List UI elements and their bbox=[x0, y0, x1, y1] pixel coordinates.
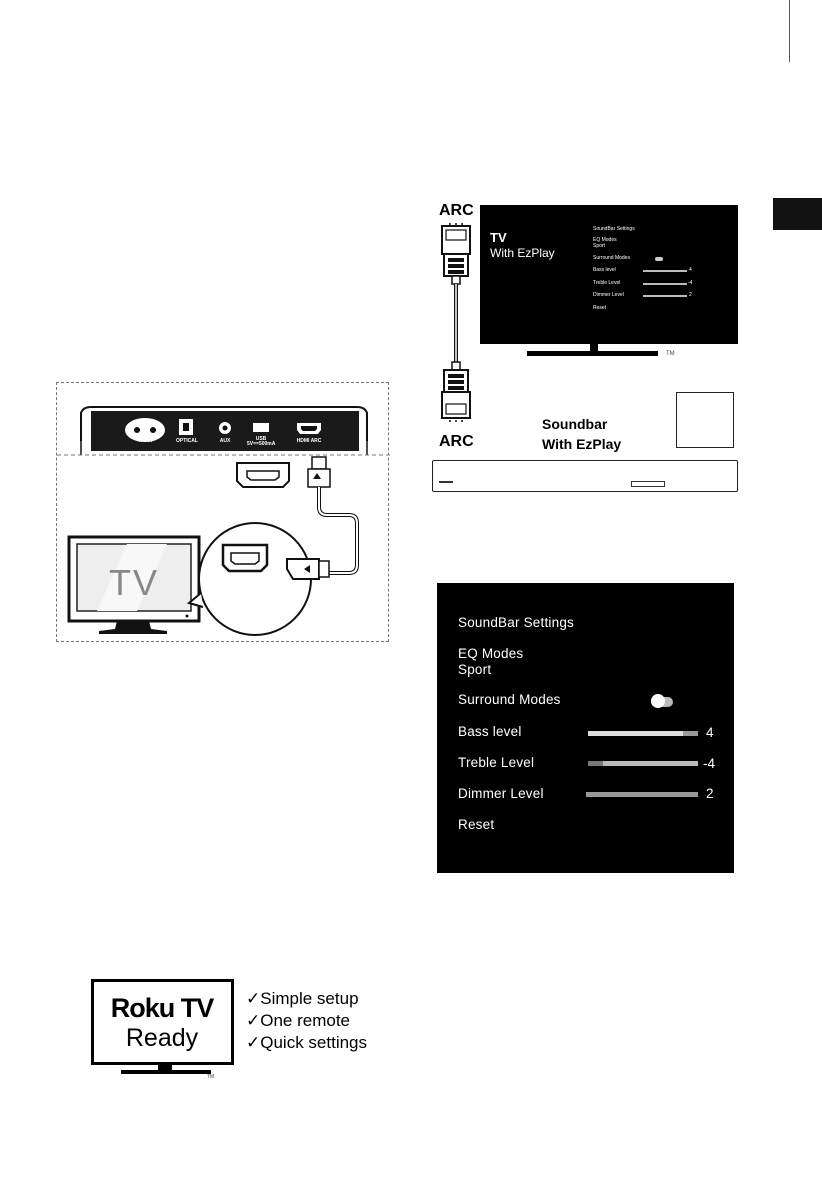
roku-tv-ready-badge bbox=[91, 979, 234, 1065]
tv-label: TV bbox=[109, 562, 159, 603]
dimmer-level-slider[interactable] bbox=[586, 792, 698, 797]
crop-mark bbox=[789, 0, 790, 62]
check-icon: ✓ bbox=[246, 1033, 261, 1052]
settings-title: SoundBar Settings bbox=[458, 615, 574, 630]
mini-menu-dimmer-value: 2 bbox=[689, 292, 692, 298]
mini-menu-title: SoundBar Settings bbox=[593, 226, 635, 232]
tv-neck bbox=[590, 344, 598, 352]
hdmi-cable-illustration bbox=[441, 223, 471, 422]
mini-menu-dimmer-bar bbox=[643, 295, 687, 297]
roku-badge-neck bbox=[158, 1064, 172, 1071]
treble-level-fill bbox=[588, 761, 603, 766]
dimmer-level-label[interactable]: Dimmer Level bbox=[458, 786, 544, 801]
language-tab bbox=[773, 198, 822, 230]
tv-title: TV bbox=[490, 230, 507, 245]
feature-one-remote: ✓One remote bbox=[246, 1011, 350, 1031]
port-label-aux: AUX bbox=[219, 438, 231, 444]
check-icon: ✓ bbox=[246, 1011, 261, 1030]
feature-quick-settings: ✓Quick settings bbox=[246, 1033, 367, 1053]
mini-menu-bass: Bass level bbox=[593, 267, 616, 273]
soundbar-label-line2: With EzPlay bbox=[542, 436, 622, 452]
mini-menu-eq-label: EQ Modes bbox=[593, 237, 617, 243]
tv-stand bbox=[527, 351, 658, 356]
bass-level-slider[interactable] bbox=[588, 731, 698, 736]
surround-modes-label[interactable]: Surround Modes bbox=[458, 692, 561, 707]
rear-panel-illustration: TV bbox=[57, 406, 390, 636]
soundbar-front bbox=[432, 460, 738, 492]
treble-level-label[interactable]: Treble Level bbox=[458, 755, 535, 770]
feature-text: Simple setup bbox=[260, 989, 359, 1008]
roku-trademark: TM bbox=[207, 1074, 215, 1080]
port-label-hdmi-arc: HDMI ARC bbox=[296, 438, 322, 444]
reset-label[interactable]: Reset bbox=[458, 817, 495, 832]
dimmer-level-value: 2 bbox=[706, 786, 714, 801]
soundbar-settings-panel bbox=[437, 583, 734, 873]
arc-label-top: ARC bbox=[439, 202, 474, 219]
treble-level-slider[interactable] bbox=[588, 761, 698, 766]
tv-subtitle: With EzPlay bbox=[490, 246, 555, 260]
check-icon: ✓ bbox=[246, 989, 261, 1008]
eq-modes-value: Sport bbox=[458, 662, 492, 677]
port-label-usb: USB 5V==500mA bbox=[247, 437, 275, 447]
mini-menu-reset: Reset bbox=[593, 305, 607, 311]
mini-menu-treble-bar bbox=[643, 283, 687, 285]
port-label-usb-rating: 5V==500mA bbox=[247, 441, 276, 447]
eq-modes-label[interactable]: EQ Modes bbox=[458, 646, 524, 661]
roku-subtitle: Ready bbox=[125, 1024, 199, 1052]
port-label-usb-name: USB bbox=[255, 436, 267, 442]
soundbar-label: Soundbar With EzPlay bbox=[542, 414, 621, 454]
bass-level-value: 4 bbox=[706, 725, 714, 740]
tv-trademark: TM bbox=[666, 351, 675, 357]
tv-screen bbox=[480, 205, 738, 344]
treble-level-value: -4 bbox=[703, 756, 716, 771]
mini-menu-surround: Surround Modes bbox=[593, 255, 630, 261]
bass-level-label[interactable]: Bass level bbox=[458, 724, 522, 739]
roku-badge-stand bbox=[121, 1070, 211, 1074]
soundbar-label-line1: Soundbar bbox=[542, 416, 608, 432]
arc-label-bottom: ARC bbox=[439, 433, 474, 450]
mini-menu-toggle bbox=[655, 257, 663, 261]
mini-menu-treble: Treble Level bbox=[593, 280, 621, 286]
mini-menu-bass-bar bbox=[643, 270, 687, 272]
port-label-optical: OPTICAL bbox=[176, 438, 198, 444]
feature-text: One remote bbox=[260, 1011, 351, 1030]
feature-simple-setup: ✓Simple setup bbox=[246, 989, 359, 1009]
subwoofer bbox=[676, 392, 734, 448]
mini-menu-dimmer: Dimmer Level bbox=[593, 292, 624, 298]
mini-menu-eq-value: Sport bbox=[593, 243, 605, 249]
mini-menu-bass-value: 4 bbox=[689, 267, 692, 273]
soundbar-logo bbox=[439, 481, 453, 483]
soundbar-buttons bbox=[631, 481, 665, 487]
roku-title: Roku TV bbox=[110, 993, 215, 1023]
port-label-ac: AC IN~ bbox=[138, 438, 156, 444]
surround-toggle-knob[interactable] bbox=[651, 694, 665, 708]
rear-panel-figure: TV AC IN~ OPTICAL AUX USB 5V==500mA HDMI… bbox=[56, 382, 390, 642]
bass-level-fill bbox=[588, 731, 683, 736]
mini-menu-treble-value: -4 bbox=[688, 280, 693, 286]
feature-text: Quick settings bbox=[260, 1033, 368, 1052]
